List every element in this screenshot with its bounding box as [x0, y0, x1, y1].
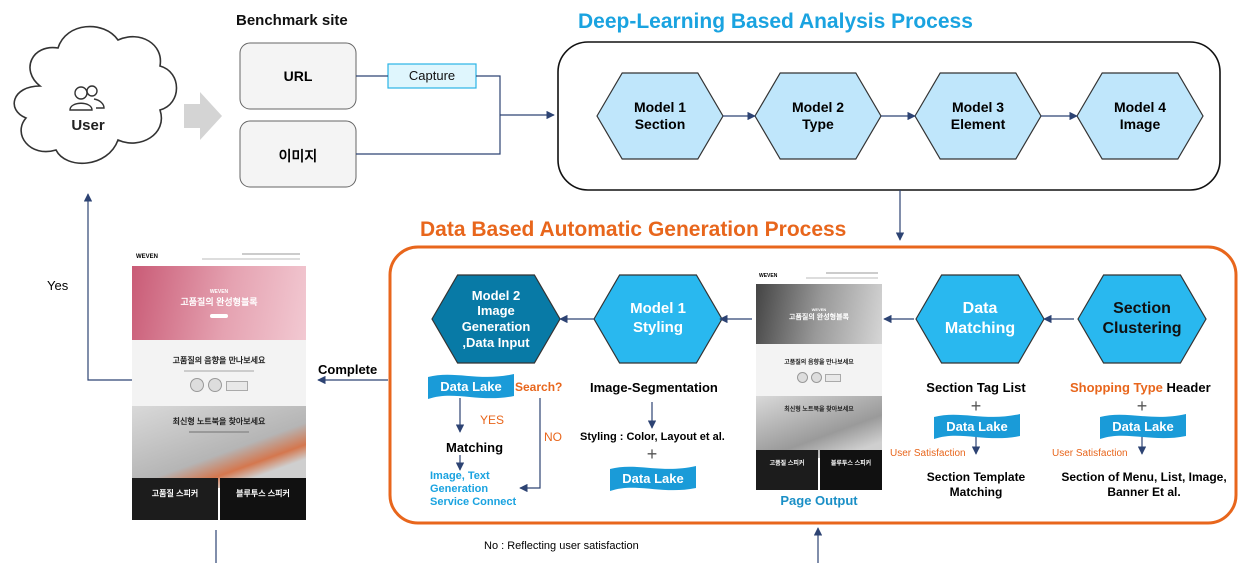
- mock-hero: WEVEN 고품질의 완성형블록: [132, 266, 306, 340]
- connect-text: Image, Text Generation Service Connect: [430, 470, 517, 509]
- yes-inner-label: YES: [480, 413, 505, 427]
- no-inner-label: NO: [544, 430, 562, 444]
- plus-styling: +: [646, 444, 658, 464]
- dl-process-title: Deep-Learning Based Analysis Process: [578, 10, 973, 33]
- data-lake-styling: Data Lake: [622, 470, 684, 486]
- data-matching-label: Data Matching: [944, 300, 1016, 337]
- user-satisfaction-right: User Satisfaction: [1052, 448, 1128, 459]
- matching-text: Matching: [446, 440, 504, 455]
- page-output-label: Page Output: [780, 493, 858, 508]
- section-template-text: Section Template Matching: [926, 470, 1026, 499]
- yes-flow-label: Yes: [47, 278, 69, 293]
- styling-desc-text: Styling : Color, Layout et al.: [580, 431, 725, 443]
- data-lake-mid: Data Lake: [946, 418, 1008, 434]
- mock-section2: 고품질의 음향을 만나보세요: [132, 340, 306, 406]
- page-mock-large: WEVEN WEVEN 고품질의 완성형블록 고품질의 음향을 만나보세요 최신…: [132, 248, 306, 520]
- user-satisfaction-mid: User Satisfaction: [890, 448, 966, 459]
- user-label: User: [71, 117, 105, 134]
- dl-model-hexagons: [596, 72, 1204, 160]
- section-tag-list-text: Section Tag List: [926, 380, 1026, 395]
- gen-process-title: Data Based Automatic Generation Process: [420, 218, 847, 241]
- plus-right: +: [1136, 396, 1148, 416]
- mock-section3: 최신형 노트북을 찾아보세요: [132, 406, 306, 488]
- data-lake-styling-flag: [610, 466, 696, 491]
- image-segmentation-text: Image-Segmentation: [590, 380, 718, 395]
- capture-label: Capture: [408, 68, 456, 83]
- page-mock-output: WEVEN WEVEN 고품질의 완성형블록 고품질의 음향을 만나보세요 최신…: [756, 268, 882, 490]
- section-clustering-hexagon: [1077, 274, 1207, 364]
- data-lake-mid-flag: [934, 414, 1020, 439]
- section-clustering-label: Section Clustering: [1102, 300, 1182, 337]
- shopping-header-text: Shopping Type Header: [1070, 380, 1211, 395]
- complete-label: Complete: [318, 362, 378, 377]
- model2-generation-label: Model 2 Image Generation ,Data Input: [461, 287, 531, 350]
- url-label: URL: [283, 68, 313, 84]
- data-lake-left-flag: [428, 374, 514, 399]
- data-lake-left: Data Lake: [440, 378, 502, 394]
- dl-model-4-hexagon: [1076, 72, 1204, 160]
- no-feedback-label: No : Reflecting user satisfaction: [484, 540, 639, 552]
- benchmark-title: Benchmark site: [236, 12, 348, 29]
- data-lake-right-flag: [1100, 414, 1186, 439]
- model1-styling-label: Model 1 Styling: [630, 300, 686, 336]
- plus-mid: +: [970, 396, 982, 416]
- data-lake-right: Data Lake: [1112, 418, 1174, 434]
- big-grey-arrow: [184, 92, 222, 140]
- section-of-menu-text: Section of Menu, List, Image, Banner Et …: [1061, 470, 1227, 499]
- search-label: Search?: [515, 380, 563, 394]
- image-label: 이미지: [278, 148, 318, 164]
- mock-brand: WEVEN: [136, 254, 159, 260]
- gen-hexagons: [431, 274, 1207, 364]
- mock-tile1: 고품질 스피커: [132, 478, 218, 520]
- user-icon: [69, 85, 105, 111]
- mock-tile2: 블루투스 스피커: [220, 478, 306, 520]
